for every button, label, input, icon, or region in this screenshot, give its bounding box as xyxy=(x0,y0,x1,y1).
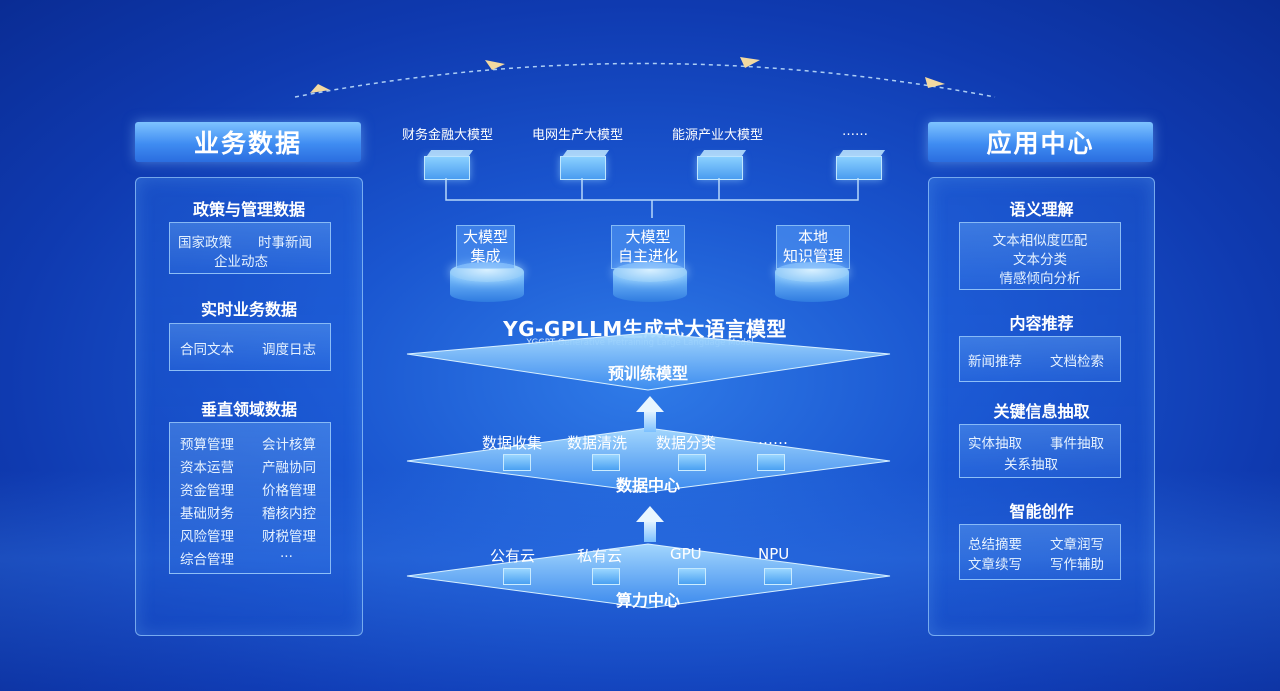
compute-item: GPU xyxy=(670,545,702,563)
up-arrow-icon xyxy=(644,410,656,432)
left-cell: 产融协同 xyxy=(262,460,316,476)
right-group-box: 总结摘要 文章润写 文章续写 写作辅助 xyxy=(959,524,1121,580)
model-label: …… xyxy=(842,124,868,139)
right-cell: 情感倾向分析 xyxy=(999,271,1081,287)
left-cell: 会计核算 xyxy=(262,437,316,453)
cube-icon xyxy=(678,568,706,585)
compute-item: 公有云 xyxy=(490,547,536,565)
cube-icon xyxy=(503,568,531,585)
up-arrow-icon xyxy=(636,506,664,522)
right-cell: 文档检索 xyxy=(1050,354,1104,370)
cube-icon xyxy=(757,454,785,471)
cube-icon xyxy=(678,454,706,471)
left-cell: 资金管理 xyxy=(180,483,234,499)
capability-label: 大模型 集成 xyxy=(456,225,516,269)
datacenter-item: 数据收集 xyxy=(482,434,543,452)
left-cell: 预算管理 xyxy=(180,437,234,453)
right-cell: 文本相似度匹配 xyxy=(992,233,1088,249)
cube-icon xyxy=(592,568,620,585)
left-cell: 国家政策 xyxy=(178,235,232,251)
right-cell: 文本分类 xyxy=(1013,252,1067,268)
model-box-icon xyxy=(697,156,743,180)
left-group-box: 合同文本 调度日志 xyxy=(169,323,331,371)
arc-arrow-icon xyxy=(925,77,945,88)
arc-arrow-icon xyxy=(740,57,760,68)
model-box-icon xyxy=(836,156,882,180)
compute-platform xyxy=(406,543,891,609)
pretrain-platform xyxy=(406,332,891,391)
left-cell: 价格管理 xyxy=(262,483,316,499)
right-group-title: 内容推荐 xyxy=(1009,314,1074,333)
datacenter-item: 数据清洗 xyxy=(567,434,628,452)
model-label: 财务金融大模型 xyxy=(401,128,493,143)
right-group-box: 文本相似度匹配 文本分类 情感倾向分析 xyxy=(959,222,1121,290)
left-cell: 稽核内控 xyxy=(262,506,316,522)
datacenter-label: 数据中心 xyxy=(615,476,680,495)
left-cell: 基础财务 xyxy=(180,506,234,522)
model-label: 电网生产大模型 xyxy=(531,128,623,143)
left-cell: 企业动态 xyxy=(214,254,268,270)
left-cell: 综合管理 xyxy=(180,552,234,568)
cube-icon xyxy=(764,568,792,585)
right-cell: 文章续写 xyxy=(968,557,1022,573)
model-box-icon xyxy=(424,156,470,180)
left-title: 业务数据 xyxy=(135,122,361,162)
left-group-box: 预算管理 会计核算 资本运营 产融协同 资金管理 价格管理 基础财务 稽核内控 … xyxy=(169,422,331,574)
cube-icon xyxy=(503,454,531,471)
datacenter-item: …… xyxy=(758,430,788,448)
left-cell: 财税管理 xyxy=(262,529,316,545)
right-title: 应用中心 xyxy=(928,122,1153,162)
right-group-title: 语义理解 xyxy=(1009,200,1074,219)
arc-arrow-icon xyxy=(310,84,330,93)
capability-label: 大模型 自主进化 xyxy=(611,225,686,269)
right-cell: 总结摘要 xyxy=(968,537,1022,553)
pretrain-label: 预训练模型 xyxy=(607,364,688,383)
compute-item: NPU xyxy=(758,545,790,563)
right-group-title: 关键信息抽取 xyxy=(993,402,1090,421)
flow-arc xyxy=(294,57,996,98)
left-group-title: 政策与管理数据 xyxy=(192,200,305,219)
up-arrow-icon xyxy=(644,520,656,542)
left-cell: 风险管理 xyxy=(180,529,234,545)
right-cell: 写作辅助 xyxy=(1050,557,1104,573)
left-cell: 资本运营 xyxy=(180,460,234,476)
model-connector-lines xyxy=(445,178,859,218)
arc-arrow-icon xyxy=(485,60,505,70)
datacenter-platform xyxy=(406,427,891,493)
left-cell: 调度日志 xyxy=(262,342,316,358)
left-panel: 政策与管理数据 国家政策 时事新闻 企业动态 实时业务数据 合同文本 调度日志 … xyxy=(135,177,363,636)
model-box-icon xyxy=(560,156,606,180)
right-cell: 关系抽取 xyxy=(1004,457,1058,473)
right-cell: 事件抽取 xyxy=(1050,436,1104,452)
left-cell: 时事新闻 xyxy=(258,235,312,251)
capability-label: 本地 知识管理 xyxy=(776,225,851,269)
cube-icon xyxy=(592,454,620,471)
right-cell: 新闻推荐 xyxy=(968,354,1022,370)
right-cell: 实体抽取 xyxy=(968,436,1022,452)
left-group-title: 实时业务数据 xyxy=(200,300,297,319)
right-panel: 语义理解 文本相似度匹配 文本分类 情感倾向分析 内容推荐 新闻推荐 文档检索 … xyxy=(928,177,1155,636)
compute-item: 私有云 xyxy=(577,547,623,565)
left-group-title: 垂直领域数据 xyxy=(200,400,297,419)
up-arrow-icon xyxy=(636,396,664,412)
left-cell: ... xyxy=(280,545,293,561)
right-group-title: 智能创作 xyxy=(1009,502,1074,521)
left-group-box: 国家政策 时事新闻 企业动态 xyxy=(169,222,331,274)
right-cell: 文章润写 xyxy=(1050,537,1104,553)
left-cell: 合同文本 xyxy=(180,342,234,358)
datacenter-item: 数据分类 xyxy=(656,434,717,452)
right-group-box: 新闻推荐 文档检索 xyxy=(959,336,1121,382)
compute-label: 算力中心 xyxy=(615,591,680,610)
right-group-box: 实体抽取 事件抽取 关系抽取 xyxy=(959,424,1121,478)
model-label: 能源产业大模型 xyxy=(671,128,763,143)
